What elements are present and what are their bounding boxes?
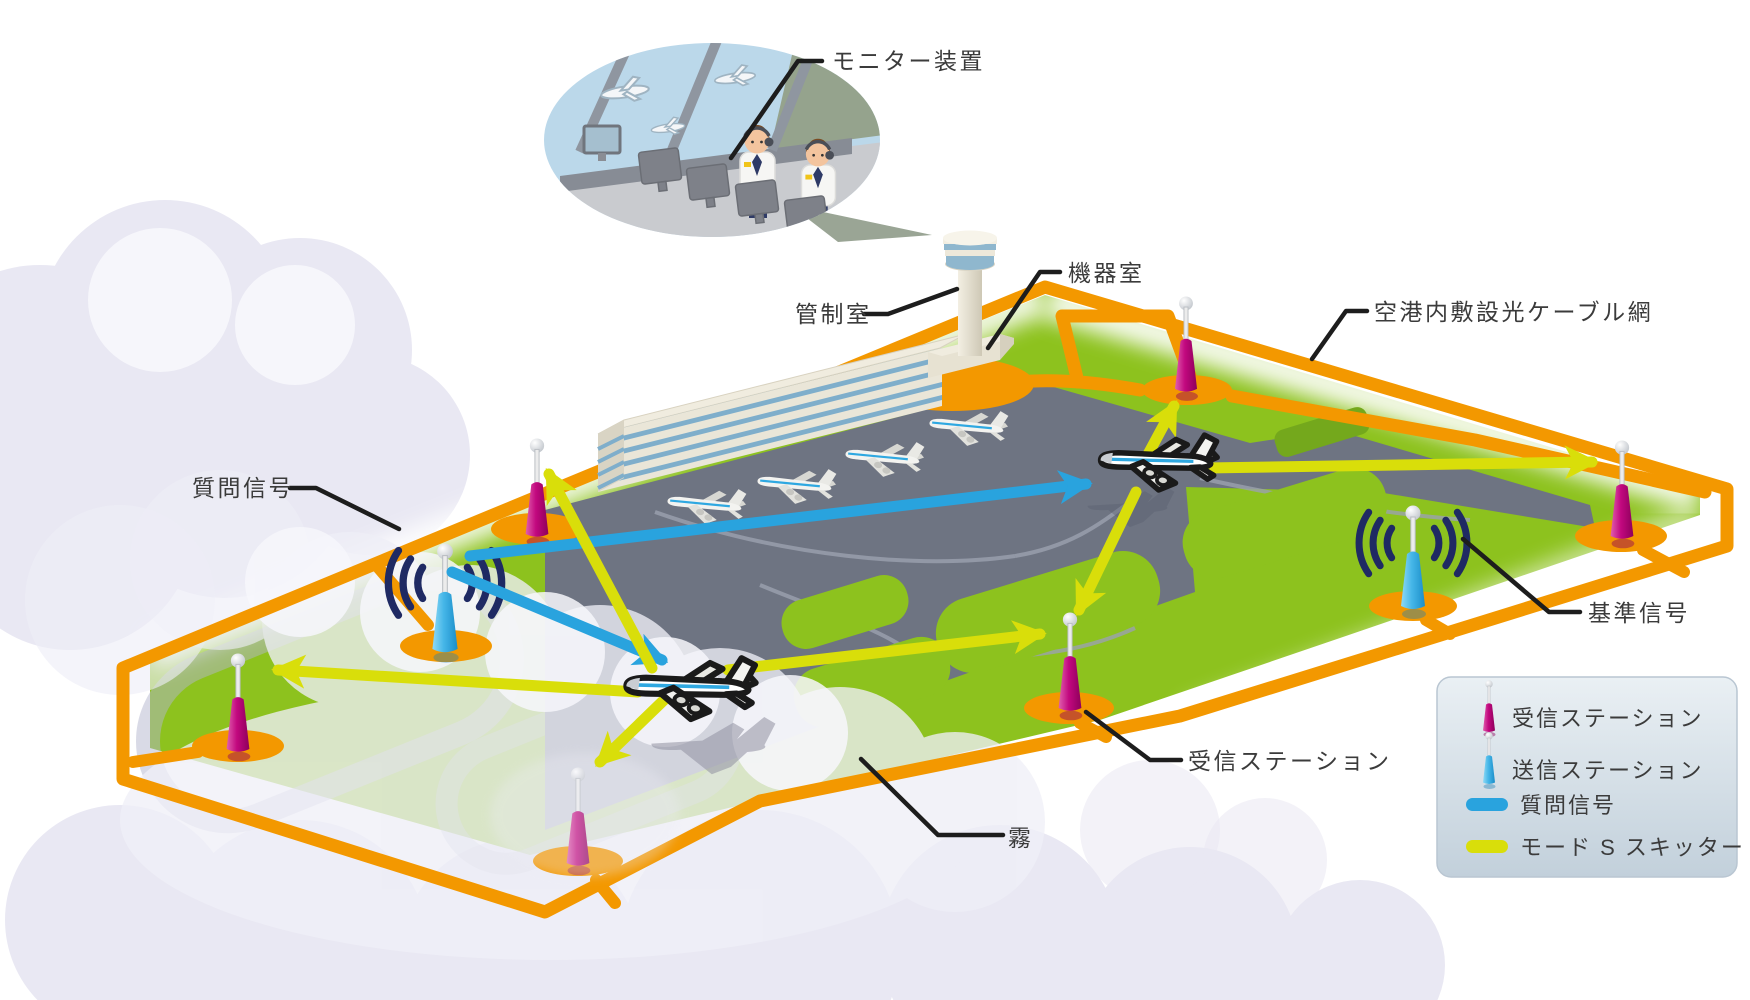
control-room-leader-line (861, 286, 960, 317)
interrogation-signal-label: 質問信号 (192, 475, 294, 501)
legend-item-receiving: 受信ステーション (1482, 680, 1704, 738)
mode-s-squitter-arrows (271, 399, 1599, 768)
mode-s-squitter-line-icon (1466, 840, 1508, 853)
fog-label: 霧 (1008, 825, 1034, 851)
control-tower (928, 230, 1014, 378)
interrogation-leader-line (287, 485, 402, 532)
reference-signal-label: 基準信号 (1588, 600, 1690, 626)
window-airplanes (600, 64, 757, 135)
receiving-station-label: 受信ステーション (1188, 748, 1392, 774)
interrogation-signal-line-icon (1466, 798, 1508, 811)
callout-labels: モニター装置 管制室 機器室 空港内敷設光ケーブル網 質問信号 基準信号 受信ス… (192, 48, 1690, 851)
legend-label: 受信ステーション (1512, 706, 1704, 731)
interrogation-signal-arrows (446, 470, 1093, 666)
callout-leaders (287, 58, 1583, 838)
legend: 受信ステーション 送信ステーション 質問信号 モード S スキッター (1436, 676, 1745, 878)
monitor-device-label: モニター装置 (832, 48, 985, 74)
monitor-screens (582, 124, 829, 237)
legend-item-transmitting: 送信ステーション (1482, 732, 1704, 790)
receiving-station-leader-line (1083, 709, 1184, 763)
control-room-bubble (544, 43, 932, 242)
optical-cable-network (116, 280, 1734, 919)
receiving-station-in-fog (490, 753, 680, 877)
fog-leader-line (858, 756, 1006, 838)
control-room-label: 管制室 (795, 301, 872, 327)
legend-item-interrogation: 質問信号 (1466, 793, 1616, 818)
cable-network-label: 空港内敷設光ケーブル網 (1374, 299, 1653, 325)
legend-label: 送信ステーション (1512, 758, 1704, 783)
monitor-leader-line (728, 58, 825, 161)
equipment-room-leader-line (985, 269, 1063, 351)
reference-leader-line (1460, 536, 1583, 615)
cable-network-leader-line (1309, 308, 1370, 362)
legend-label: 質問信号 (1520, 793, 1616, 818)
legend-label: モード S スキッター (1520, 835, 1745, 860)
equipment-room-label: 機器室 (1068, 260, 1145, 286)
terminal-building (597, 333, 967, 492)
legend-item-squitter: モード S スキッター (1466, 835, 1745, 860)
